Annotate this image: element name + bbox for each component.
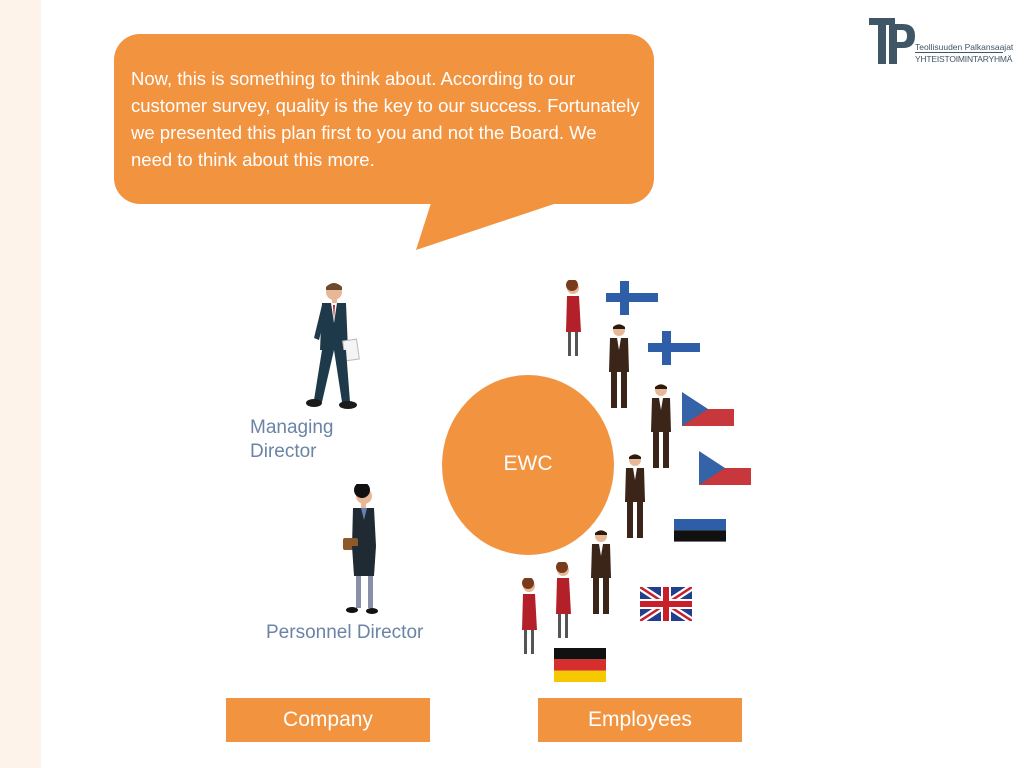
employee-woman-figure — [522, 578, 537, 654]
speech-bubble — [114, 34, 654, 204]
employee-man-figure — [625, 454, 645, 538]
logo-text-line1: Teollisuuden Palkansaajat — [915, 42, 1014, 52]
logo-divider — [915, 52, 1003, 53]
managing-director-label: Managing Director — [250, 417, 334, 462]
left-margin-band — [0, 0, 41, 768]
ewc-circle — [442, 375, 614, 555]
czech-flag-icon — [682, 392, 734, 426]
finland-flag-icon — [648, 331, 700, 365]
tp-logo-mark — [869, 18, 915, 64]
employee-woman-figure — [566, 280, 581, 356]
employee-man-figure — [609, 324, 629, 408]
employee-woman-figure — [556, 562, 571, 638]
personnel-director-figure — [343, 484, 378, 614]
employees-box: Employees — [538, 698, 742, 742]
czech-flag-icon — [699, 451, 751, 485]
employee-man-figure — [651, 384, 671, 468]
ewc-label: EWC — [503, 452, 553, 475]
uk-flag-icon — [640, 587, 692, 621]
managing-director-figure — [306, 283, 360, 409]
germany-flag-icon — [554, 648, 606, 682]
tp-logo: Teollisuuden Palkansaajat YHTEISTOIMINTA… — [869, 18, 1013, 68]
logo-text-line2: YHTEISTOIMINTARYHMÄ — [915, 54, 1013, 64]
speech-bubble-text: Now, this is something to think about. A… — [131, 68, 640, 170]
finland-flag-icon — [606, 281, 658, 315]
estonia-flag-icon — [674, 519, 726, 553]
employee-man-figure — [591, 530, 611, 614]
company-box: Company — [226, 698, 430, 742]
personnel-director-label: Personnel Director — [266, 622, 424, 643]
